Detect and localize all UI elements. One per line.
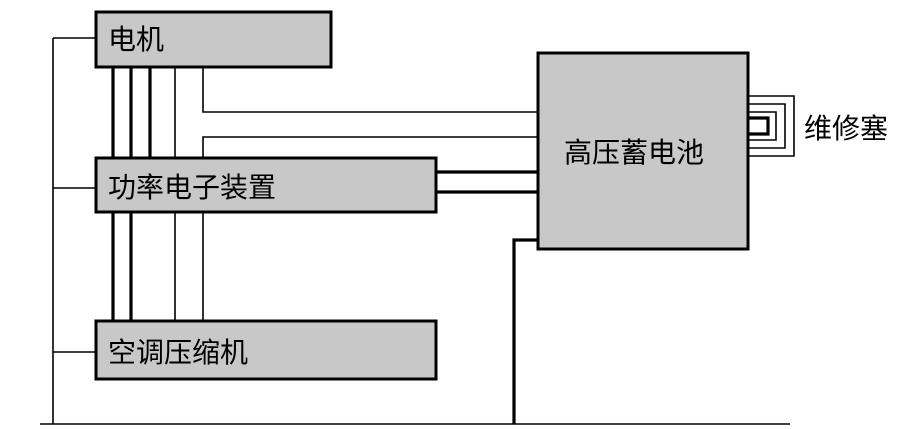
power-electronics-box: 功率电子装置: [94, 156, 438, 214]
ac-compressor-box: 空调压缩机: [94, 319, 438, 381]
motor-label: 电机: [108, 23, 164, 56]
left-bus: [52, 37, 96, 424]
motor-pe-bold-lines: [111, 68, 152, 158]
battery-ground-line: [512, 238, 538, 424]
pe-compressor-bold-lines: [111, 212, 133, 321]
ac-compressor-label: 空调压缩机: [108, 336, 248, 369]
power-electronics-label: 功率电子装置: [108, 171, 276, 204]
pe-compressor-thin-lines: [174, 212, 204, 321]
motor-box: 电机: [94, 10, 333, 69]
pe-battery-bold-lines: [436, 170, 538, 194]
service-plug-label: 维修塞: [804, 112, 888, 145]
service-plug-symbol: [748, 95, 795, 157]
hv-battery-box: 高压蓄电池: [536, 51, 750, 251]
motor-battery-lines: [202, 68, 538, 158]
hv-battery-label: 高压蓄电池: [564, 136, 704, 169]
